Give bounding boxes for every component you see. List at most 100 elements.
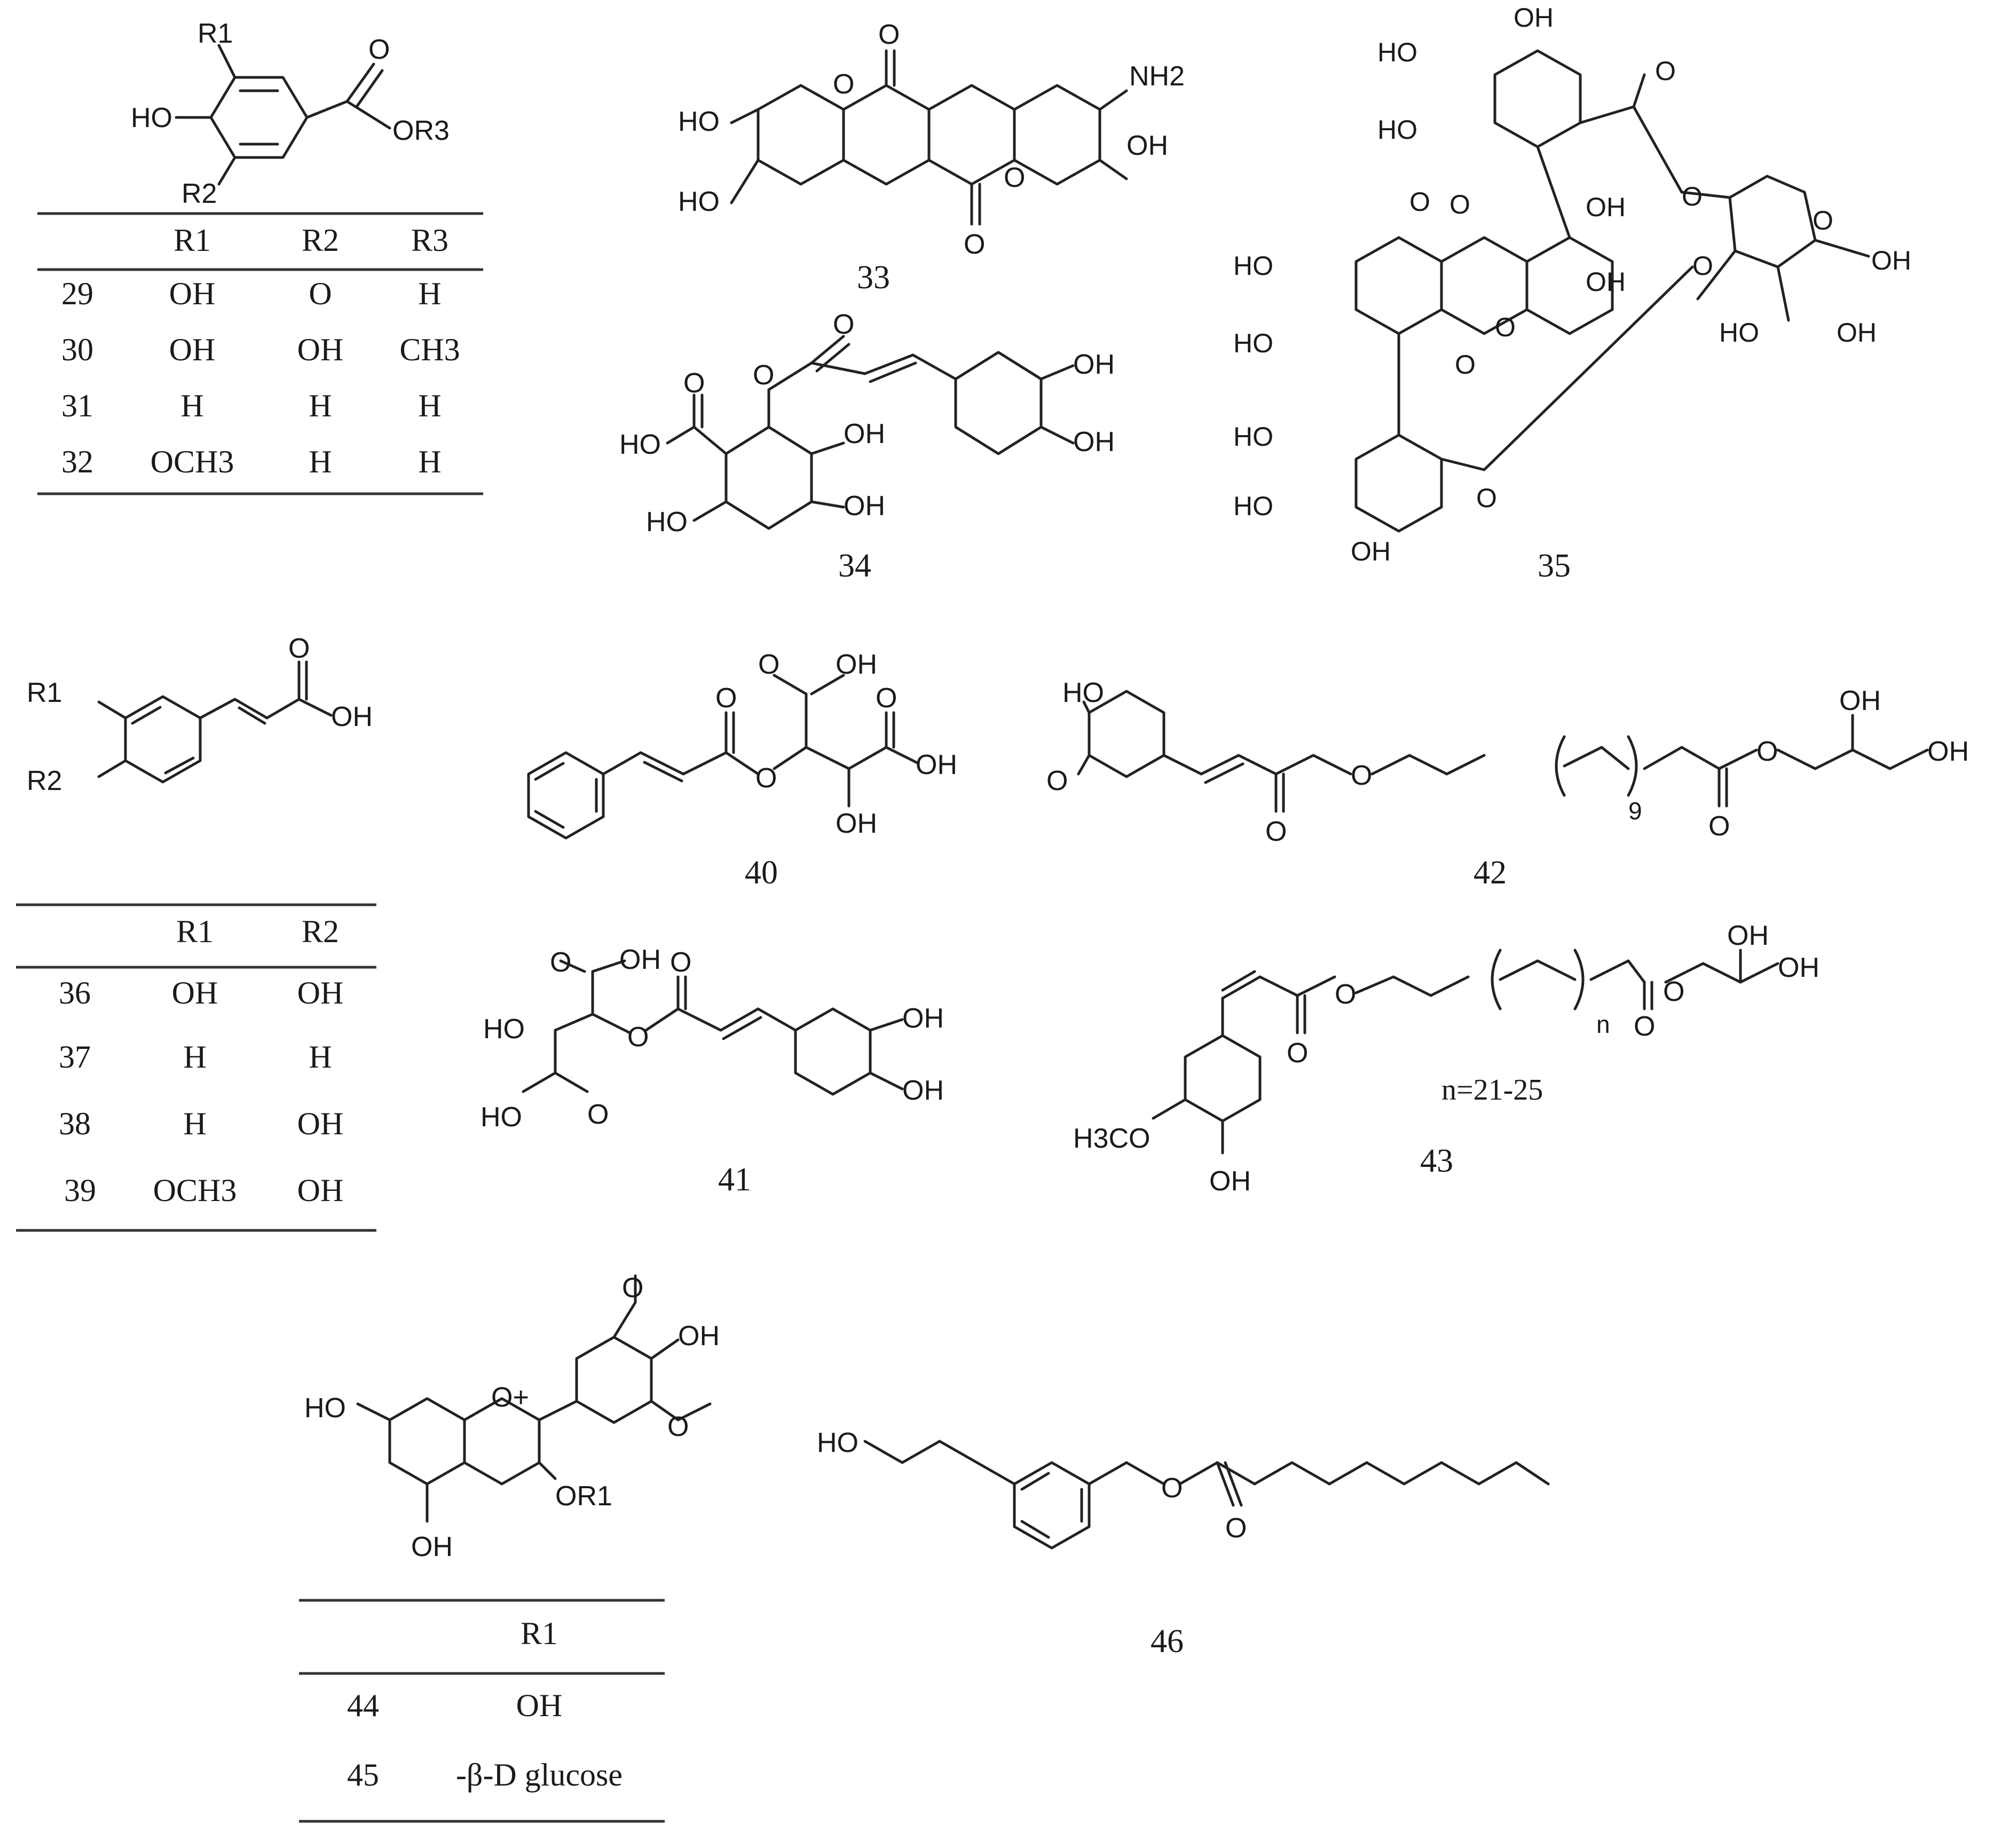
- label-o: O: [1476, 483, 1497, 513]
- label-ho: HO: [483, 1014, 525, 1045]
- label-ho: HO: [1377, 37, 1417, 67]
- label-o: O: [622, 1273, 643, 1304]
- table-cell: 36: [59, 975, 91, 1010]
- label-o: O: [368, 34, 390, 65]
- label-o: O: [1046, 765, 1068, 796]
- label-o: O: [670, 947, 691, 978]
- label-oh: OH: [1209, 1166, 1251, 1197]
- table-cell: O: [309, 276, 332, 311]
- label-h3co: H3CO: [1073, 1123, 1150, 1154]
- structure-42: HO O O O 9 O O OH OH 42: [1046, 677, 1969, 891]
- label-oh: OH: [1839, 685, 1881, 716]
- compound-number: 46: [1151, 1623, 1184, 1660]
- table-cell: 31: [61, 388, 93, 423]
- label-o: O: [683, 368, 705, 399]
- label-oh: OH: [1778, 952, 1819, 983]
- table-cell: 44: [347, 1688, 379, 1723]
- structure-40: O O O OH O OH OH 40: [527, 649, 957, 891]
- table-cell: OCH3: [153, 1173, 237, 1208]
- label-o: O: [1813, 206, 1833, 235]
- label-o: O: [1287, 1038, 1308, 1069]
- table-cell: 30: [61, 332, 93, 367]
- chain-range-note: n=21-25: [1441, 1073, 1543, 1107]
- label-o: O: [1225, 1513, 1247, 1544]
- label-o: O: [1708, 811, 1730, 842]
- label-or1: OR1: [555, 1481, 612, 1512]
- label-o: O: [755, 763, 777, 794]
- label-oh: OH: [678, 1321, 720, 1352]
- label-o: O: [627, 1022, 649, 1053]
- label-ho: HO: [1233, 328, 1273, 358]
- table-36-39: R1 R2 36 OH OH 37 H H 38 H OH 39 OCH3 OH: [16, 903, 376, 1232]
- label-oh: OH: [331, 701, 373, 732]
- table-cell: H: [183, 1106, 206, 1141]
- table-cell: -β-D glucose: [456, 1757, 623, 1792]
- label-r1: R1: [198, 18, 233, 49]
- label-oh: OH: [619, 944, 661, 975]
- table-cell: H: [309, 388, 332, 423]
- label-o-plus: O+: [491, 1382, 529, 1413]
- label-oh: OH: [1586, 267, 1626, 297]
- label-o: O: [1634, 1011, 1655, 1042]
- label-oh: OH: [1727, 920, 1769, 951]
- table-cell: 29: [61, 276, 93, 311]
- label-oh: OH: [1871, 246, 1911, 275]
- structure-43: H3CO OH O O n O O OH OH n=21-25 43: [1073, 920, 1819, 1197]
- label-oh: OH: [1927, 736, 1969, 767]
- table-cell: H: [418, 388, 441, 423]
- label-ho: HO: [646, 507, 688, 538]
- table-cell: OH: [297, 332, 344, 367]
- label-ho: HO: [304, 1393, 346, 1424]
- repeat-count: n: [1596, 1010, 1610, 1038]
- label-ho: HO: [678, 106, 720, 137]
- label-ho: HO: [480, 1102, 522, 1133]
- label-o: O: [288, 633, 310, 664]
- label-o: O: [1495, 312, 1516, 342]
- compound-number: 33: [857, 259, 890, 296]
- label-ho: HO: [1233, 251, 1273, 281]
- structure-cinnamic: O OH R1 R2: [27, 633, 373, 796]
- label-o: O: [878, 19, 900, 50]
- table-44-45: R1 44 OH 45 -β-D glucose: [299, 1599, 665, 1823]
- structure-41: O OH HO O O O HO OH OH 41: [480, 944, 944, 1198]
- label-o: O: [1756, 736, 1778, 767]
- table-cell: OH: [169, 332, 216, 367]
- label-o: O: [1692, 251, 1713, 281]
- label-r2: R2: [182, 178, 217, 209]
- label-oh: OH: [1586, 192, 1626, 222]
- table-header: R1: [176, 914, 214, 949]
- label-o: O: [1265, 816, 1287, 847]
- label-o: O: [587, 1099, 609, 1130]
- repeat-count: 9: [1628, 797, 1642, 825]
- table-header: R2: [302, 223, 339, 258]
- table-cell: OH: [169, 276, 216, 311]
- label-o: O: [715, 683, 737, 714]
- label-oh: OH: [902, 1075, 944, 1106]
- structure-35: O O O O OH HO OH OH HO HO O O OH OH HO H…: [1233, 3, 1911, 584]
- label-oh: OH: [1073, 427, 1115, 457]
- label-ho: HO: [1062, 677, 1104, 708]
- label-oh: OH: [1126, 130, 1168, 161]
- label-oh: OH: [1514, 3, 1554, 33]
- table-cell: 39: [64, 1173, 96, 1208]
- label-o: O: [1161, 1473, 1183, 1504]
- label-oh: OH: [844, 491, 885, 522]
- table-cell: OH: [297, 1106, 344, 1141]
- label-oh: OH: [1073, 349, 1115, 380]
- label-o: O: [753, 360, 774, 391]
- label-o: O: [758, 649, 779, 680]
- label-oh: OH: [1351, 536, 1391, 566]
- label-o: O: [964, 229, 985, 260]
- table-cell: H: [418, 444, 441, 479]
- compound-number: 41: [718, 1162, 751, 1198]
- label-o: O: [1409, 187, 1430, 217]
- table-cell: 37: [59, 1039, 91, 1075]
- label-oh: OH: [411, 1531, 453, 1562]
- label-ho: HO: [678, 186, 720, 217]
- label-ho: HO: [1377, 115, 1417, 145]
- table-cell: CH3: [399, 332, 460, 367]
- label-ho: HO: [619, 429, 661, 460]
- label-ho: HO: [131, 102, 172, 133]
- label-o: O: [1004, 162, 1025, 193]
